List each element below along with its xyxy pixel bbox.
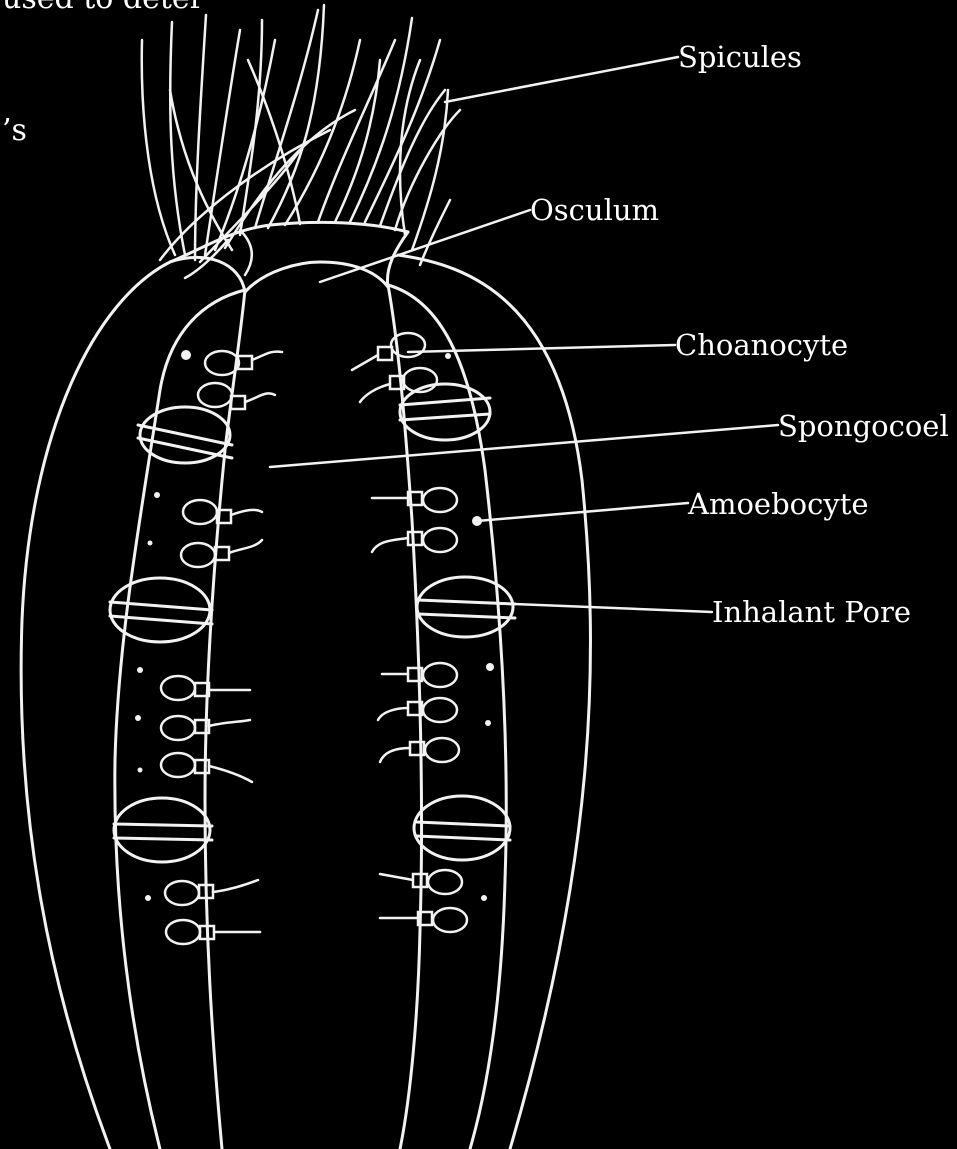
cropped-caption-fragment: used to deter (2, 0, 205, 16)
spongocoel-leader (270, 425, 778, 467)
choanocyte (380, 908, 467, 932)
inhalant-pores (110, 384, 515, 862)
amoebocyte (485, 720, 491, 726)
label-osculum: Osculum (530, 193, 659, 227)
choanocyte (378, 698, 457, 722)
choanocyte (181, 540, 262, 567)
sponge-body (21, 222, 590, 1149)
spicules-leader (445, 57, 678, 102)
amoebocyte (138, 768, 143, 773)
label-choanocyte: Choanocyte (675, 328, 848, 362)
amoebocyte (181, 350, 191, 360)
amoebocyte (148, 541, 153, 546)
choanocyte (183, 500, 262, 524)
cropped-possessive-fragment: ’s (2, 113, 27, 148)
spicule (170, 22, 185, 255)
choanocyte (166, 920, 260, 944)
amoebocyte (445, 353, 451, 359)
amoebocyte (486, 663, 494, 671)
label-spongocoel: Spongocoel (778, 409, 949, 443)
spicule (195, 15, 206, 260)
amoebocyte (145, 895, 151, 901)
outer-wall-left (21, 262, 170, 1149)
spicule (335, 60, 380, 222)
inhalant-pore-leader (490, 603, 712, 612)
spicule (205, 30, 240, 255)
spicule (412, 90, 448, 250)
inner-wall-right-inner (388, 285, 422, 1149)
spicule (240, 20, 262, 235)
inner-wall-left-outer (205, 290, 245, 1149)
amoebocyte (135, 715, 141, 721)
spicule (268, 5, 324, 228)
amoebocyte-leader (477, 503, 688, 521)
inhalant-pore (114, 798, 212, 862)
inhalant-pore (414, 796, 510, 860)
amoebocyte (154, 492, 160, 498)
choanocyte (161, 676, 250, 700)
label-amoebocyte: Amoebocyte (687, 487, 869, 521)
spicule (380, 90, 445, 226)
choanocyte (198, 383, 275, 409)
spicules-bundle (142, 5, 460, 278)
inhalant-pore (110, 578, 212, 642)
spicule (395, 110, 460, 230)
amoebocytes (135, 350, 494, 901)
choanocyte (165, 880, 258, 905)
rim-fold-right (387, 232, 408, 287)
amoebocyte (481, 895, 487, 901)
choanocyte (372, 488, 457, 512)
label-spicules: Spicules (678, 40, 802, 74)
inhalant-pore (417, 577, 515, 637)
spicule (240, 230, 252, 275)
label-inhalant-pore: Inhalant Pore (712, 595, 911, 629)
amoebocyte (137, 667, 143, 673)
labels: Spicules Osculum Choanocyte Spongocoel A… (530, 40, 949, 629)
choanocyte (205, 351, 282, 375)
inner-wall-left-inner (115, 290, 245, 1149)
spicule (248, 60, 300, 224)
